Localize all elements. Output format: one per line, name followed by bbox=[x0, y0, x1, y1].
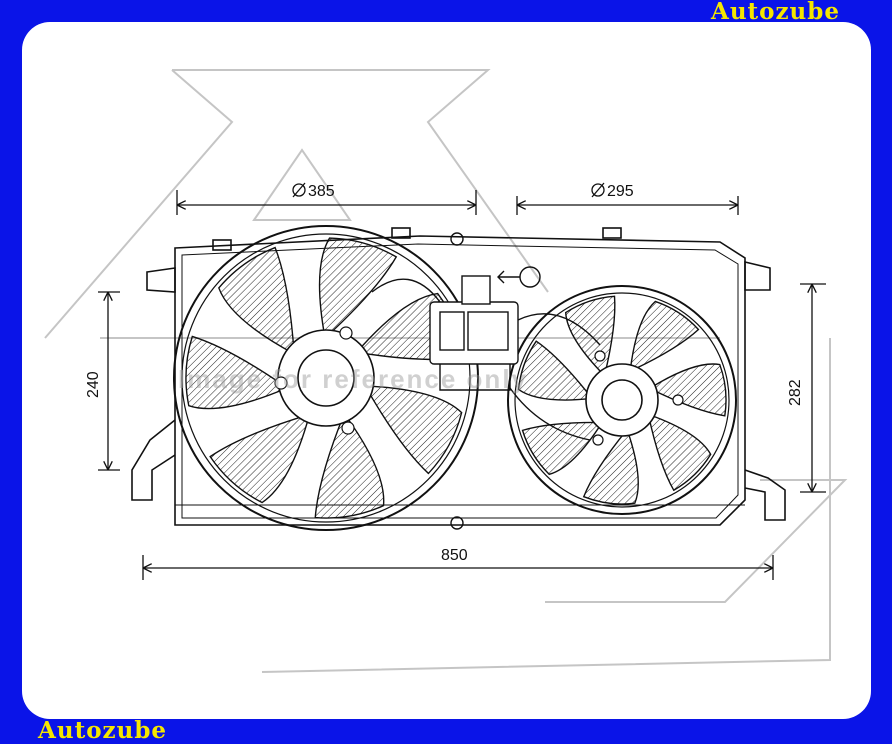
fan-blade bbox=[629, 300, 700, 373]
fan-blade bbox=[648, 363, 727, 417]
resistor-module bbox=[371, 275, 601, 441]
dim-right-height: 282 bbox=[787, 379, 804, 406]
fan-blade bbox=[363, 385, 463, 475]
fan-blade bbox=[318, 237, 398, 340]
drawing-panel: 385 295 850 240 282 Image for reference … bbox=[22, 22, 871, 719]
fan-blade bbox=[517, 340, 594, 401]
dim-left-height: 240 bbox=[85, 371, 102, 398]
watermark-text: Image for reference only bbox=[178, 364, 528, 394]
dim-overall-width: 850 bbox=[441, 547, 468, 564]
fan-blade bbox=[582, 428, 639, 505]
fan-blade bbox=[314, 412, 385, 519]
brand-logo-top: Autozube bbox=[710, 0, 840, 25]
mount-hole-top bbox=[450, 232, 464, 246]
shroud-frame bbox=[131, 227, 786, 526]
brand-logo-bottom: Autozube bbox=[38, 717, 168, 744]
fan-blade bbox=[521, 421, 604, 476]
dimension-lines bbox=[98, 190, 826, 580]
fan-assembly-drawing: 385 295 850 240 282 Image for reference … bbox=[44, 69, 848, 673]
small-fan bbox=[507, 285, 737, 515]
dim-large-fan-diameter: 385 bbox=[308, 183, 335, 200]
large-fan bbox=[173, 225, 479, 531]
dim-small-fan-diameter: 295 bbox=[607, 183, 634, 200]
diameter-symbol-small bbox=[591, 182, 605, 198]
fan-blade bbox=[647, 413, 712, 492]
mount-hole-bottom bbox=[450, 516, 464, 530]
diameter-symbol-large bbox=[292, 182, 306, 198]
fan-blade bbox=[218, 246, 295, 356]
fan-blade bbox=[209, 413, 311, 504]
fan-blade bbox=[185, 335, 289, 410]
